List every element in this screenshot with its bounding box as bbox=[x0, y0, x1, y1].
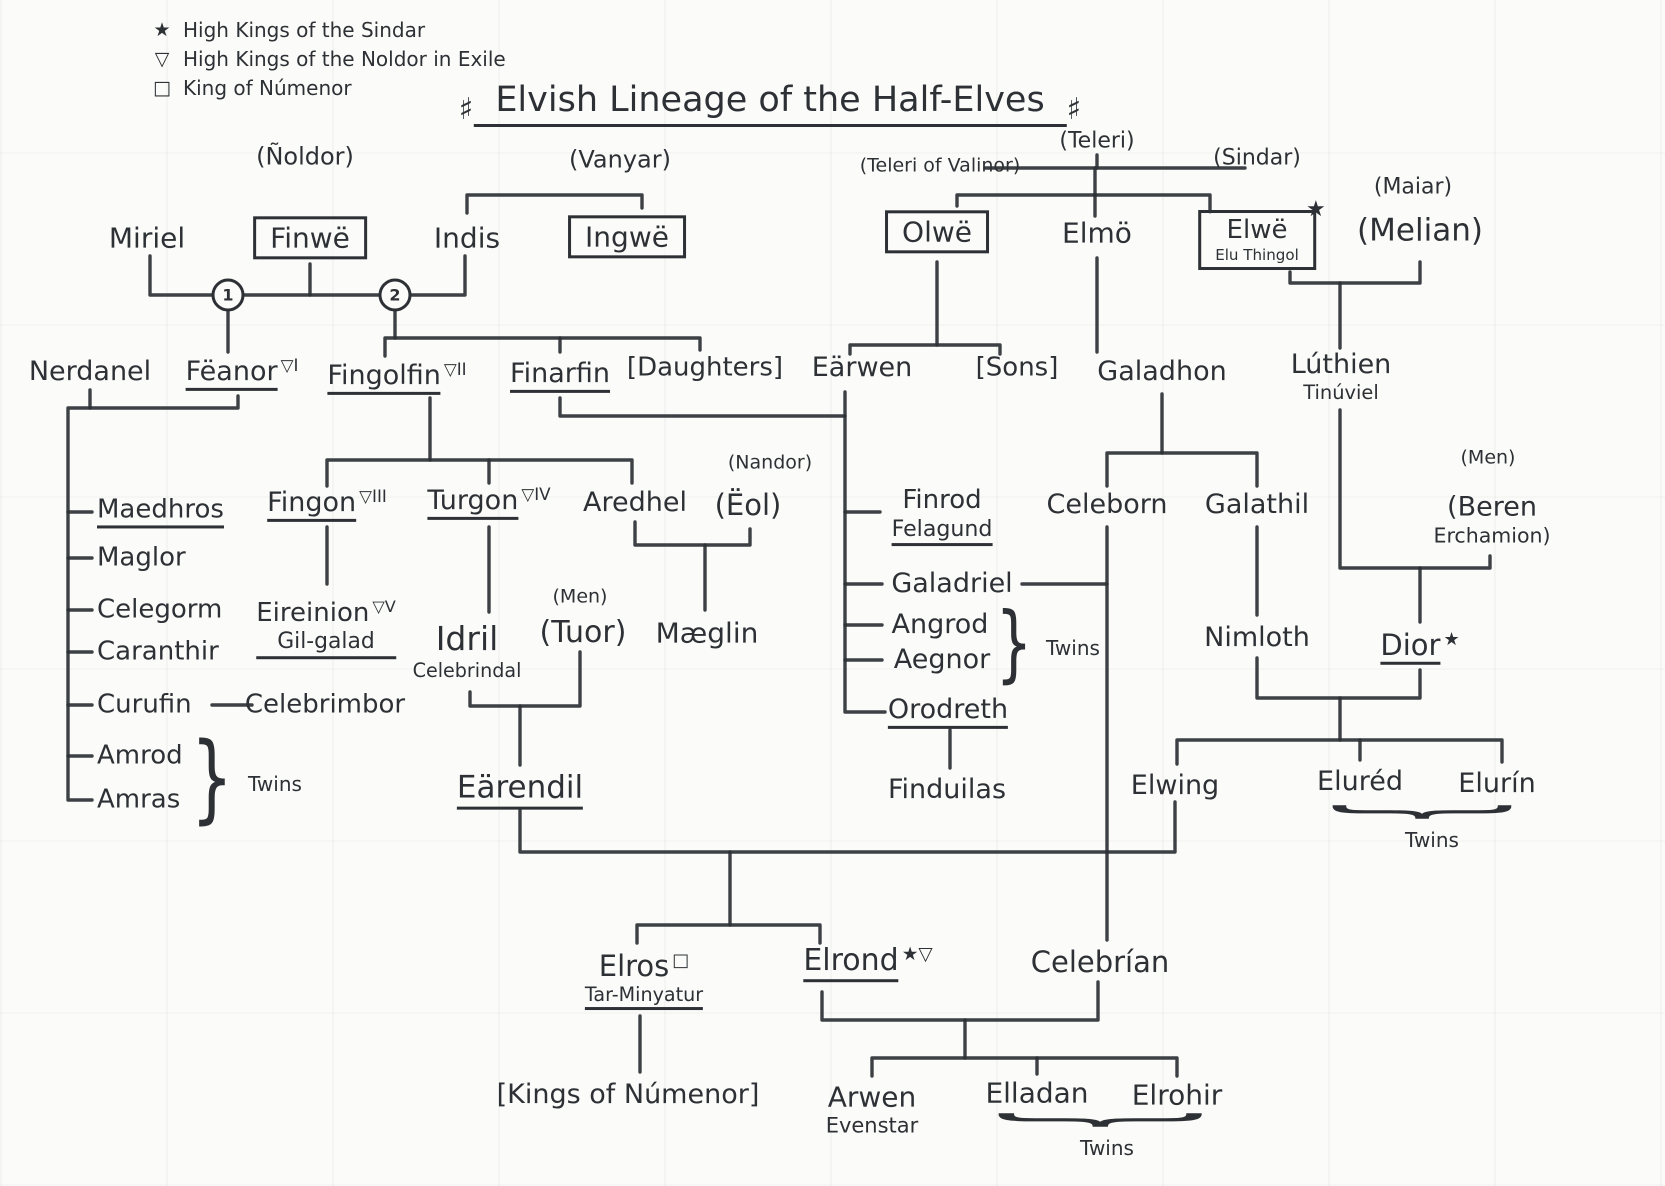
page-title: Elvish Lineage of the Half-Elves bbox=[473, 80, 1067, 127]
twins-brace: } bbox=[979, 1108, 1235, 1132]
marriage-number-1: 1 bbox=[211, 278, 245, 312]
person-aredhel: Aredhel bbox=[583, 486, 687, 518]
person-fingolfin: Fingolfin▽II bbox=[327, 358, 467, 396]
person-miriel: Miriel bbox=[108, 221, 186, 255]
high-king-marker: ▽IV bbox=[521, 483, 551, 504]
person-melian: (Melian) bbox=[1357, 212, 1483, 249]
star-icon: ★ bbox=[153, 19, 171, 41]
kindred-teleri: (Teleri) bbox=[1059, 128, 1135, 154]
twins-label: Twins bbox=[1405, 827, 1459, 852]
sharp-icon: ♯ bbox=[1066, 92, 1082, 127]
person-galathil: Galathil bbox=[1204, 488, 1310, 520]
person-indis: Indis bbox=[433, 221, 501, 255]
person-elmo: Elmö bbox=[1062, 216, 1132, 250]
person-feanor: Fëanor▽I bbox=[185, 354, 299, 392]
legend-label: King of Númenor bbox=[183, 76, 352, 100]
person-earendil: Eärendil bbox=[456, 770, 584, 810]
person-elladan: Elladan bbox=[985, 1076, 1089, 1110]
kindred-sindar: (Sindar) bbox=[1213, 145, 1301, 171]
kindred-men-tuor: (Men) bbox=[552, 585, 608, 608]
person-olwe: Olwë bbox=[885, 210, 989, 254]
star-icon: ★ bbox=[1443, 628, 1460, 650]
group-kings-of-numenor: [Kings of Númenor] bbox=[496, 1078, 760, 1110]
legend-item-noldor-kings: ▽ High Kings of the Noldor in Exile bbox=[150, 47, 506, 71]
person-nerdanel: Nerdanel bbox=[28, 355, 152, 387]
kindred-noldor: (Ñoldor) bbox=[256, 142, 354, 171]
person-angrod: Angrod bbox=[891, 608, 989, 640]
group-sons: [Sons] bbox=[975, 352, 1059, 383]
person-elured: Eluréd bbox=[1317, 765, 1403, 797]
kindred-teleri-of-valinor: (Teleri of Valinor) bbox=[859, 154, 1021, 177]
person-finwe: Finwë bbox=[253, 216, 367, 260]
person-aegnor: Aegnor bbox=[893, 643, 991, 675]
person-maedhros: Maedhros bbox=[97, 495, 224, 529]
triangle-icon: ▽ bbox=[154, 48, 170, 70]
person-celebrimbor: Celebrimbor bbox=[244, 689, 406, 720]
kindred-vanyar: (Vanyar) bbox=[569, 145, 671, 174]
person-turgon: Turgon▽IV bbox=[427, 483, 551, 521]
twins-label: Twins bbox=[1080, 1135, 1134, 1160]
person-elrohir: Elrohir bbox=[1131, 1078, 1223, 1112]
person-eol: (Ëol) bbox=[714, 487, 782, 522]
person-fingon: Fingon▽III bbox=[267, 485, 387, 523]
twins-brace: } bbox=[1315, 800, 1541, 824]
legend-label: High Kings of the Noldor in Exile bbox=[183, 47, 506, 71]
legend-item-numenor-king: □ King of Númenor bbox=[150, 76, 506, 100]
twins-brace: } bbox=[190, 721, 234, 835]
twins-brace: } bbox=[995, 594, 1033, 692]
square-icon: □ bbox=[153, 77, 171, 99]
person-elwing: Elwing bbox=[1130, 769, 1220, 801]
kindred-men-beren: (Men) bbox=[1460, 446, 1516, 469]
person-celeborn: Celeborn bbox=[1046, 488, 1168, 520]
star-icon: ★ bbox=[1306, 197, 1326, 223]
person-galadriel: Galadriel bbox=[891, 567, 1013, 599]
group-daughters: [Daughters] bbox=[626, 352, 784, 383]
person-galadhon: Galadhon bbox=[1097, 355, 1227, 387]
person-celegorm: Celegorm bbox=[97, 594, 223, 625]
twins-label: Twins bbox=[1046, 635, 1100, 660]
high-king-marker: ▽II bbox=[443, 358, 467, 379]
star-triangle-marker: ★▽ bbox=[901, 943, 933, 965]
person-earwen: Eärwen bbox=[811, 351, 913, 383]
person-finarfin: Finarfin bbox=[510, 358, 610, 394]
person-maglor: Maglor bbox=[97, 542, 186, 573]
person-curufin: Curufin bbox=[97, 689, 192, 720]
legend-item-sindar-kings: ★ High Kings of the Sindar bbox=[150, 18, 506, 42]
person-amrod: Amrod bbox=[97, 740, 183, 771]
person-orodreth: Orodreth bbox=[887, 694, 1009, 730]
person-caranthir: Caranthir bbox=[97, 636, 219, 667]
legend-label: High Kings of the Sindar bbox=[183, 18, 426, 42]
square-icon: □ bbox=[672, 950, 690, 972]
person-finduilas: Finduilas bbox=[887, 773, 1007, 805]
person-celebrian: Celebrían bbox=[1030, 944, 1170, 979]
person-amras: Amras bbox=[97, 784, 181, 815]
person-tuor: (Tuor) bbox=[539, 615, 627, 651]
diagram-title: ♯Elvish Lineage of the Half-Elves♯ bbox=[459, 80, 1081, 127]
twins-label: Twins bbox=[248, 771, 302, 796]
person-maeglin: Mæglin bbox=[655, 616, 759, 650]
person-elrond: Elrond★▽ bbox=[803, 943, 933, 982]
person-ingwe: Ingwë bbox=[568, 215, 686, 259]
high-king-marker: ▽V bbox=[372, 597, 396, 617]
person-elurin: Elurín bbox=[1458, 767, 1536, 799]
marriage-number-2: 2 bbox=[378, 278, 412, 312]
person-dior: Dior★ bbox=[1380, 628, 1460, 666]
sharp-icon: ♯ bbox=[458, 92, 474, 127]
high-king-marker: ▽III bbox=[359, 485, 387, 506]
kindred-maiar: (Maiar) bbox=[1373, 174, 1453, 200]
person-nimloth: Nimloth bbox=[1204, 621, 1310, 653]
kindred-nandor: (Nandor) bbox=[727, 451, 813, 474]
legend: ★ High Kings of the Sindar ▽ High Kings … bbox=[150, 18, 506, 105]
person-elros: Elros□Tar-Minyatur bbox=[584, 950, 704, 1010]
high-king-marker: ▽I bbox=[280, 354, 299, 375]
